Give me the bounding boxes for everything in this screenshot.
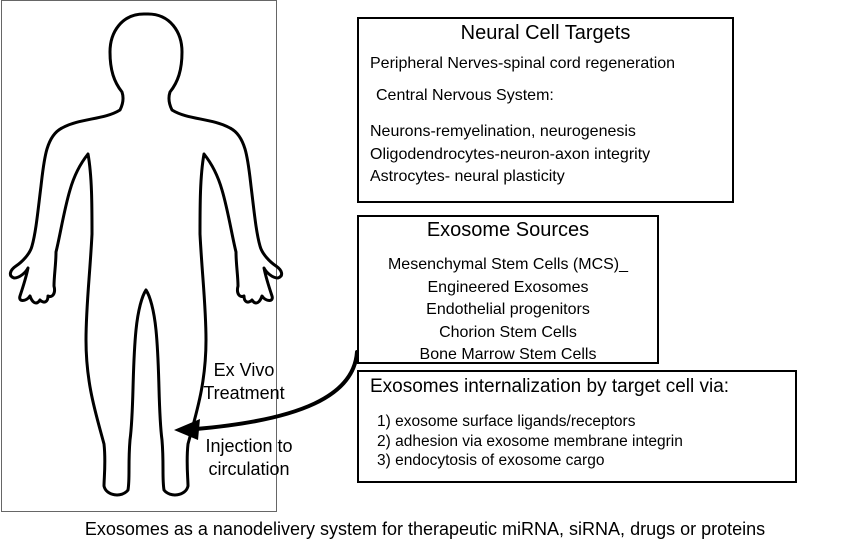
cns-heading: Central Nervous System: bbox=[376, 86, 554, 104]
internalization-title: Exosomes internalization by target cell … bbox=[370, 376, 730, 397]
exosome-source-item: Engineered Exosomes bbox=[427, 278, 589, 296]
neural-target-item: Oligodendrocytes-neuron-axon integrity bbox=[370, 145, 651, 163]
exosome-source-item: Endothelial progenitors bbox=[426, 301, 590, 318]
exosome-source-item: Chorion Stem Cells bbox=[439, 323, 577, 341]
ex-vivo-treatment-label: Ex Vivo Treatment bbox=[189, 359, 299, 405]
figure-frame bbox=[1, 0, 277, 512]
neural-targets-title: Neural Cell Targets bbox=[460, 22, 631, 44]
injection-label: Injection to circulation bbox=[184, 435, 314, 481]
figure-caption: Exosomes as a nanodelivery system for th… bbox=[84, 519, 766, 539]
neural-cell-targets-box: Neural Cell Targets Peripheral Nerves-sp… bbox=[357, 17, 734, 203]
peripheral-nerves-text: Peripheral Nerves-spinal cord regenerati… bbox=[370, 55, 676, 72]
treatment-line: Treatment bbox=[203, 383, 285, 403]
injection-line: Injection to bbox=[205, 436, 293, 456]
exosome-source-item: Mesenchymal Stem Cells (MCS)_ bbox=[387, 256, 629, 273]
neural-target-item: Neurons-remyelination, neurogenesis bbox=[370, 123, 636, 140]
circulation-line: circulation bbox=[208, 459, 290, 479]
ex-vivo-line: Ex Vivo bbox=[213, 360, 275, 380]
neural-target-item: Astrocytes- neural plasticity bbox=[370, 168, 565, 185]
internalization-item: 3) endocytosis of exosome cargo bbox=[377, 452, 605, 469]
internalization-item: 2) adhesion via exosome membrane integri… bbox=[377, 432, 683, 450]
delivery-arrowhead bbox=[174, 419, 200, 440]
internalization-box: Exosomes internalization by target cell … bbox=[357, 370, 797, 483]
exosome-source-item: Bone Marrow Stem Cells bbox=[419, 346, 597, 363]
human-body-outline bbox=[8, 12, 284, 497]
delivery-arrow-curve bbox=[194, 350, 359, 431]
exosome-sources-box: Exosome Sources Mesenchymal Stem Cells (… bbox=[357, 215, 659, 364]
exosome-sources-title: Exosome Sources bbox=[426, 219, 590, 241]
internalization-item: 1) exosome surface ligands/receptors bbox=[377, 413, 636, 430]
